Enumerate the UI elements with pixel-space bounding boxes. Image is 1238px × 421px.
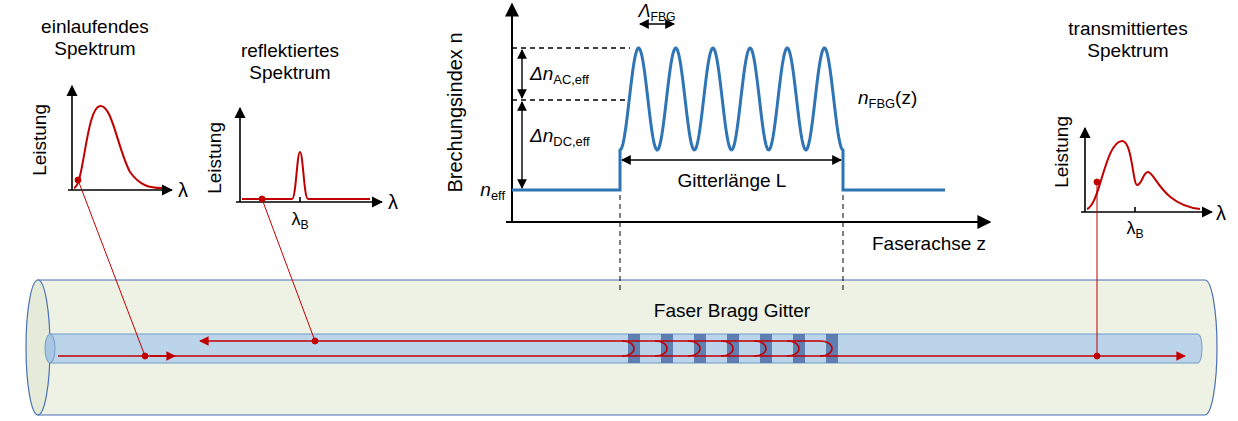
- axis-value: neff: [480, 179, 505, 201]
- index-profile: [512, 48, 945, 190]
- axis-label: Leistung: [1051, 116, 1073, 188]
- dimension-label: ΔnDC,eff: [530, 125, 590, 147]
- axis-label: λ: [178, 179, 188, 202]
- grating-bands: [628, 334, 838, 363]
- reflection-loop: [820, 341, 832, 356]
- index-axes: [506, 4, 990, 222]
- curve-label: nFBG(z): [858, 87, 917, 109]
- axis-label: λ: [1216, 202, 1226, 225]
- inset-title: reflektiertes Spektrum: [230, 40, 350, 84]
- spectrum-curves: [74, 106, 1200, 209]
- axis-label: Leistung: [29, 104, 51, 176]
- wavelength-mark: λB: [291, 209, 308, 230]
- axis-label: Leistung: [204, 122, 226, 194]
- reflection-loop: [655, 341, 667, 356]
- axis-label: Faserachse z: [872, 233, 986, 255]
- light-path: [58, 341, 1185, 356]
- axis-label: λ: [388, 191, 398, 214]
- reflection-loop: [688, 341, 700, 356]
- spectrum-axes: [68, 86, 1212, 212]
- inset-title: einlaufendes Spektrum: [35, 16, 155, 60]
- reflection-loop: [721, 341, 733, 356]
- dimension-arrows: [522, 24, 841, 188]
- part-label: Faser Bragg Gitter: [654, 300, 810, 322]
- reflection-loop: [622, 341, 634, 356]
- reflection-loop: [787, 341, 799, 356]
- reflection-loops: [622, 341, 832, 356]
- reflection-loop: [754, 341, 766, 356]
- leader-lines: [75, 177, 1100, 359]
- axis-label: Brechungsindex n: [443, 32, 466, 192]
- inset-title: transmittiertes Spektrum: [1063, 18, 1193, 62]
- dimension-label: ΔnAC,eff: [530, 63, 589, 85]
- dimension-label: ΛFBG: [638, 1, 675, 22]
- fiber-cladding: [26, 280, 1217, 415]
- wavelength-mark: λB: [1126, 218, 1143, 239]
- fiber-core: [45, 334, 1202, 363]
- dimension-label: Gitterlänge L: [678, 170, 787, 192]
